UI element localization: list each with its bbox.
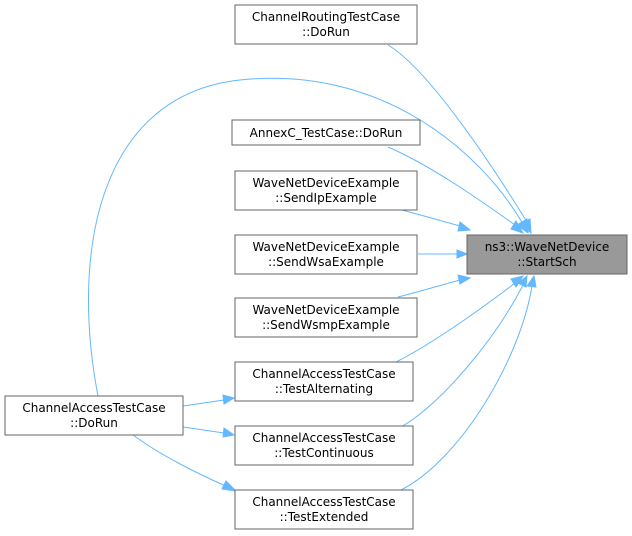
node-line: WaveNetDeviceExample bbox=[252, 240, 399, 254]
edge-annexc-dorun-to-start-sch bbox=[387, 146, 525, 234]
node-wave-net-device-start-sch[interactable]: ns3::WaveNetDevice ::StartSch bbox=[466, 234, 628, 275]
node-layer: ChannelRoutingTestCase ::DoRun AnnexC_Te… bbox=[4, 4, 628, 530]
edge-access-dorun-to-start-sch bbox=[88, 77, 529, 397]
node-line: ChannelAccessTestCase bbox=[252, 367, 395, 381]
edge-test-extended-to-start-sch bbox=[400, 274, 537, 491]
edge-access-dorun-to-test-extended bbox=[132, 434, 238, 492]
edge-send-wsa-to-start-sch bbox=[418, 249, 469, 259]
node-channel-routing-dorun[interactable]: ChannelRoutingTestCase ::DoRun bbox=[234, 4, 418, 45]
node-line: ::DoRun bbox=[302, 25, 350, 39]
edge-send-wsmp-to-start-sch bbox=[397, 274, 472, 298]
node-line: ::SendWsmpExample bbox=[262, 318, 390, 332]
node-line: ChannelAccessTestCase bbox=[252, 495, 395, 509]
node-test-extended[interactable]: ChannelAccessTestCase ::TestExtended bbox=[234, 489, 414, 530]
node-line: WaveNetDeviceExample bbox=[252, 303, 399, 317]
node-send-ip-example[interactable]: WaveNetDeviceExample ::SendIpExample bbox=[234, 170, 418, 211]
node-line: ::SendIpExample bbox=[275, 191, 377, 205]
node-line: ::DoRun bbox=[70, 416, 118, 430]
node-test-alternating[interactable]: ChannelAccessTestCase ::TestAlternating bbox=[234, 361, 414, 402]
node-line: ::TestExtended bbox=[280, 510, 369, 524]
node-line: WaveNetDeviceExample bbox=[252, 176, 399, 190]
node-line: ::StartSch bbox=[517, 255, 576, 269]
node-line: ChannelAccessTestCase bbox=[22, 401, 165, 415]
node-line: ::SendWsaExample bbox=[268, 255, 384, 269]
node-annexc-dorun[interactable]: AnnexC_TestCase::DoRun bbox=[231, 119, 421, 146]
node-line: AnnexC_TestCase::DoRun bbox=[250, 126, 403, 140]
node-test-continuous[interactable]: ChannelAccessTestCase ::TestContinuous bbox=[234, 425, 414, 466]
node-line: ChannelRoutingTestCase bbox=[252, 10, 400, 24]
node-line: ::TestAlternating bbox=[275, 382, 373, 396]
node-channel-access-dorun[interactable]: ChannelAccessTestCase ::DoRun bbox=[4, 395, 184, 436]
node-line: ChannelAccessTestCase bbox=[252, 431, 395, 445]
node-send-wsmp-example[interactable]: WaveNetDeviceExample ::SendWsmpExample bbox=[234, 297, 418, 338]
edge-send-ip-to-start-sch bbox=[397, 208, 472, 232]
node-line: ::TestContinuous bbox=[274, 446, 374, 460]
node-line: ns3::WaveNetDevice bbox=[485, 240, 610, 254]
edge-access-dorun-to-test-continuous bbox=[182, 426, 236, 438]
edge-layer bbox=[88, 44, 537, 492]
node-send-wsa-example[interactable]: WaveNetDeviceExample ::SendWsaExample bbox=[234, 234, 418, 275]
edge-access-dorun-to-test-alternating bbox=[182, 394, 236, 407]
edge-test-continuous-to-start-sch bbox=[400, 274, 528, 428]
